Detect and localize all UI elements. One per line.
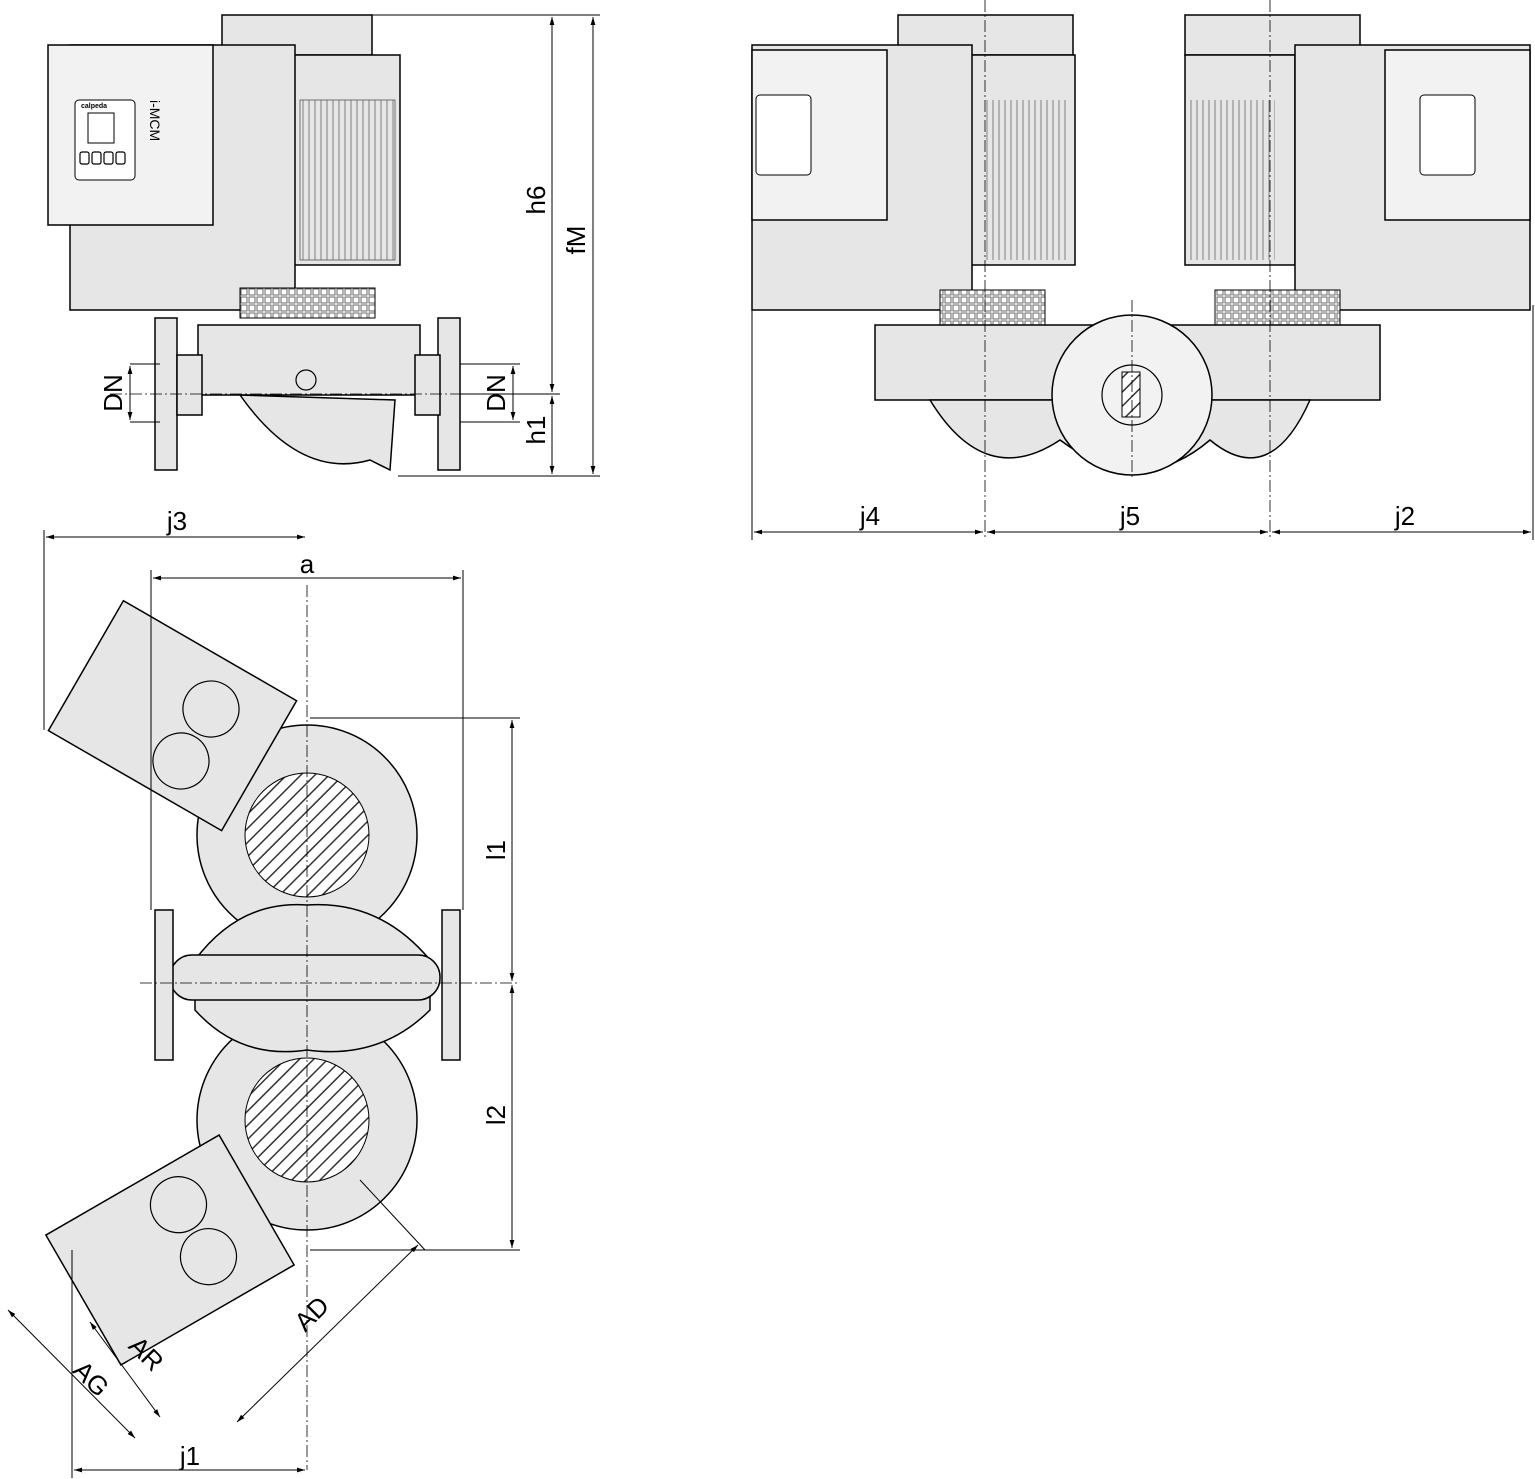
coupling-guard — [239, 287, 376, 319]
dim-l1: l1 — [481, 840, 511, 860]
dim-j5: j5 — [1119, 501, 1140, 531]
dim-j4: j4 — [859, 501, 880, 531]
dim-h6: h6 — [521, 186, 551, 215]
dim-j2: j2 — [1394, 501, 1415, 531]
dim-j3: j3 — [166, 506, 187, 536]
dim-dn-right: DN — [481, 374, 511, 412]
drive-top-lower — [44, 1134, 296, 1366]
pump-housing — [197, 324, 421, 396]
twin-side-view: j4 j5 j2 — [751, 0, 1534, 540]
motor-fins — [299, 99, 396, 261]
front-view: calpeda i-MCM h6 fM h1 DN DN — [47, 14, 600, 477]
display-screen — [87, 112, 115, 144]
dim-l2: l2 — [481, 1105, 511, 1125]
dim-j1: j1 — [179, 1441, 200, 1471]
dim-fM: fM — [561, 226, 591, 255]
dim-AG: AG — [67, 1355, 115, 1403]
dim-dn-left: DN — [98, 374, 128, 412]
brand-logo: calpeda — [81, 103, 107, 110]
drive-top-upper — [47, 599, 298, 832]
model-label: i-MCM — [147, 100, 163, 141]
panel-buttons — [79, 151, 126, 165]
dim-h1: h1 — [521, 416, 551, 445]
volute — [238, 394, 396, 472]
dim-a: a — [300, 549, 315, 579]
top-view: j3 a l1 l2 j1 AD AG AR — [7, 506, 520, 1478]
dim-AD: AD — [288, 1290, 335, 1337]
